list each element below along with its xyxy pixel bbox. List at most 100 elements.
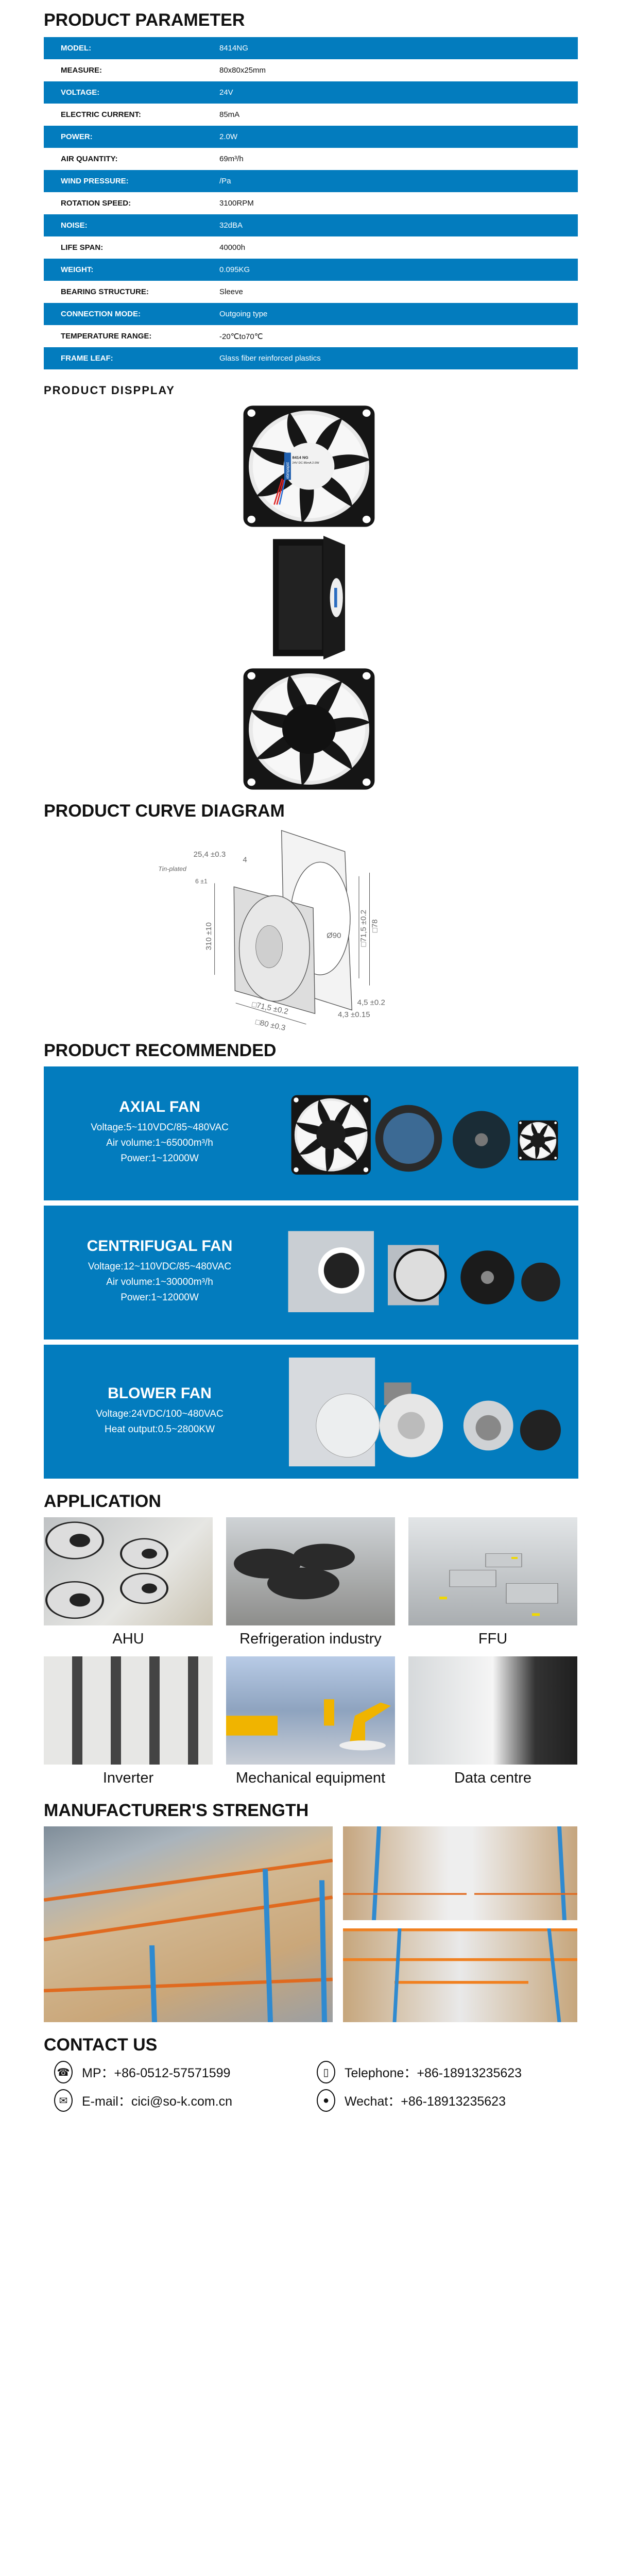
parameter-value: Outgoing type xyxy=(219,310,268,318)
parameter-row: MODEL:8414NG xyxy=(44,37,578,59)
section-title-contact: CONTACT US xyxy=(44,2035,158,2055)
blower-fan-products-image xyxy=(289,1358,561,1467)
parameter-value: 40000h xyxy=(219,243,246,252)
parameter-value: Sleeve xyxy=(219,287,243,296)
application-label-inverter: Inverter xyxy=(102,1770,154,1786)
application-label-data-centre: Data centre xyxy=(454,1770,531,1786)
contact-wechat: ● Wechat：+86-18913235623 xyxy=(317,2089,506,2112)
contact-telephone: ▯ Telephone：+86-18913235623 xyxy=(317,2061,522,2083)
parameter-value: 3100RPM xyxy=(219,199,254,208)
parameter-label: WEIGHT: xyxy=(61,265,94,274)
axial-fan-panel[interactable]: AXIAL FAN Voltage:5~110VDC/85~480VAC Air… xyxy=(44,1066,578,1200)
parameter-value: 69m³/h xyxy=(219,155,244,163)
panel-line: Air volume:1~30000m³/h xyxy=(106,1277,213,1287)
parameter-label: ROTATION SPEED: xyxy=(61,199,131,208)
parameter-label: ELECTRIC CURRENT: xyxy=(61,110,141,119)
centrifugal-fan-panel[interactable]: CENTRIFUGAL FAN Voltage:12~110VDC/85~480… xyxy=(44,1206,578,1340)
parameter-label: CONNECTION MODE: xyxy=(61,310,141,318)
parameter-label: AIR QUANTITY: xyxy=(61,155,118,163)
blower-fan-panel[interactable]: BLOWER FAN Voltage:24VDC/100~480VAC Heat… xyxy=(44,1345,578,1479)
label-brand: ebmpapst xyxy=(285,462,290,479)
application-label-ahu: AHU xyxy=(112,1631,144,1647)
parameter-row: MEASURE: 80x80x25mm xyxy=(44,59,578,81)
parameter-row: CONNECTION MODE: Outgoing type xyxy=(44,303,578,325)
parameter-row: TEMPERATURE RANGE: -20℃to70℃ xyxy=(44,325,578,347)
application-photo-mechanical xyxy=(226,1656,395,1765)
panel-line: Power:1~12000W xyxy=(121,1292,199,1303)
parameter-row: BEARING STRUCTURE: Sleeve xyxy=(44,281,578,303)
application-photo-refrigeration xyxy=(226,1517,395,1625)
section-title-application: APPLICATION xyxy=(44,1492,161,1511)
parameter-value: 0.095KG xyxy=(219,265,250,274)
parameter-row: LIFE SPAN: 40000h xyxy=(44,236,578,259)
dim-4-5: 4,5 ±0.2 xyxy=(357,998,385,1007)
section-title-display: PRODUCT DISPPLAY xyxy=(44,384,175,397)
panel-line: Air volume:1~65000m³/h xyxy=(106,1138,213,1148)
dim-depth: 25,4 ±0.3 xyxy=(194,850,226,859)
telephone-icon: ☎ xyxy=(54,2061,73,2083)
parameter-value: 80x80x25mm xyxy=(219,66,266,75)
parameter-row: VOLTAGE:24V xyxy=(44,81,578,104)
fan-side-photo xyxy=(273,536,345,659)
dim-six: 6 ±1 xyxy=(195,877,208,885)
section-title-parameter: PRODUCT PARAMETER xyxy=(44,10,245,30)
parameter-label: VOLTAGE: xyxy=(61,88,100,97)
parameter-value: /Pa xyxy=(219,177,231,185)
fan-back-photo xyxy=(242,667,376,791)
parameter-label: MODEL: xyxy=(61,44,92,53)
mobile-phone-icon: ▯ xyxy=(317,2061,335,2083)
contact-telephone-text: Telephone：+86-18913235623 xyxy=(345,2066,522,2080)
parameter-row: WIND PRESSURE: /Pa xyxy=(44,170,578,192)
panel-line: Power:1~12000W xyxy=(121,1153,199,1164)
centrifugal-fan-products-image xyxy=(288,1231,560,1312)
panel-line: Heat output:0.5~2800KW xyxy=(105,1424,215,1435)
dimension-drawing: 25,4 ±0.3 4 Tin-plated 6 ±1 310 ±10 Ø90 … xyxy=(158,829,385,1032)
label-spec: 24V DC 85mA 2.0W xyxy=(293,462,320,465)
parameter-value: 85mA xyxy=(219,110,240,119)
parameter-row: AIR QUANTITY: 69m³/h xyxy=(44,148,578,170)
parameter-row: POWER: 2.0W xyxy=(44,126,578,148)
application-photo-ahu xyxy=(44,1517,213,1625)
parameter-row: WEIGHT: 0.095KG xyxy=(44,259,578,281)
parameter-row: ELECTRIC CURRENT: 85mA xyxy=(44,104,578,126)
panel-heading: AXIAL FAN xyxy=(119,1098,200,1115)
contact-mp-text: MP：+86-0512-57571599 xyxy=(82,2066,231,2080)
section-title-recommended: PRODUCT RECOMMENDED xyxy=(44,1041,277,1060)
parameter-label: TEMPERATURE RANGE: xyxy=(61,332,152,341)
axial-fan-products-image xyxy=(291,1095,558,1175)
warehouse-photo-aisle-2 xyxy=(343,1928,577,2022)
application-photo-data-centre xyxy=(408,1656,577,1765)
parameter-label: FRAME LEAF: xyxy=(61,354,113,363)
warehouse-photo-aisle-1 xyxy=(343,1826,577,1920)
dim-outer-vertical: □78 xyxy=(371,919,380,933)
dim-hole-vertical: □71,5 ±0.2 xyxy=(359,910,368,947)
parameter-label: LIFE SPAN: xyxy=(61,243,104,252)
panel-heading: CENTRIFUGAL FAN xyxy=(87,1238,233,1255)
parameter-row: ROTATION SPEED: 3100RPM xyxy=(44,192,578,214)
parameter-value: 2.0W xyxy=(219,132,238,141)
parameter-value: -20℃to70℃ xyxy=(219,332,263,341)
dim-diameter: Ø90 xyxy=(327,931,341,940)
dim-four: 4 xyxy=(243,855,247,864)
parameter-label: POWER: xyxy=(61,132,93,141)
parameter-row: NOISE:32dBA xyxy=(44,214,578,236)
dim-cable-length: 310 ±10 xyxy=(204,922,213,950)
parameter-label: MEASURE: xyxy=(61,66,102,75)
section-title-strength: MANUFACTURER'S STRENGTH xyxy=(44,1801,309,1820)
contact-mp: ☎ MP：+86-0512-57571599 xyxy=(54,2061,230,2083)
parameter-value: 32dBA xyxy=(219,221,243,230)
label-model: 8414 NG xyxy=(293,455,308,460)
dim-outer-horizontal: □80 ±0.3 xyxy=(254,1018,286,1032)
parameter-label: WIND PRESSURE: xyxy=(61,177,129,185)
panel-line: Voltage:5~110VDC/85~480VAC xyxy=(91,1122,229,1133)
contact-email-link[interactable]: E-mail：cici@so-k.com.cn xyxy=(82,2094,233,2109)
application-photo-ffu xyxy=(408,1517,577,1625)
parameter-label: BEARING STRUCTURE: xyxy=(61,287,149,296)
panel-line: Voltage:24VDC/100~480VAC xyxy=(96,1409,224,1419)
application-label-mechanical: Mechanical equipment xyxy=(235,1770,386,1786)
parameter-value: Glass fiber reinforced plastics xyxy=(219,354,321,363)
fan-front-photo: 8414 NG 24V DC 85mA 2.0W ebmpapst xyxy=(242,404,376,528)
panel-line: Voltage:12~110VDC/85~480VAC xyxy=(88,1261,232,1272)
contact-wechat-text: Wechat：+86-18913235623 xyxy=(345,2094,506,2109)
